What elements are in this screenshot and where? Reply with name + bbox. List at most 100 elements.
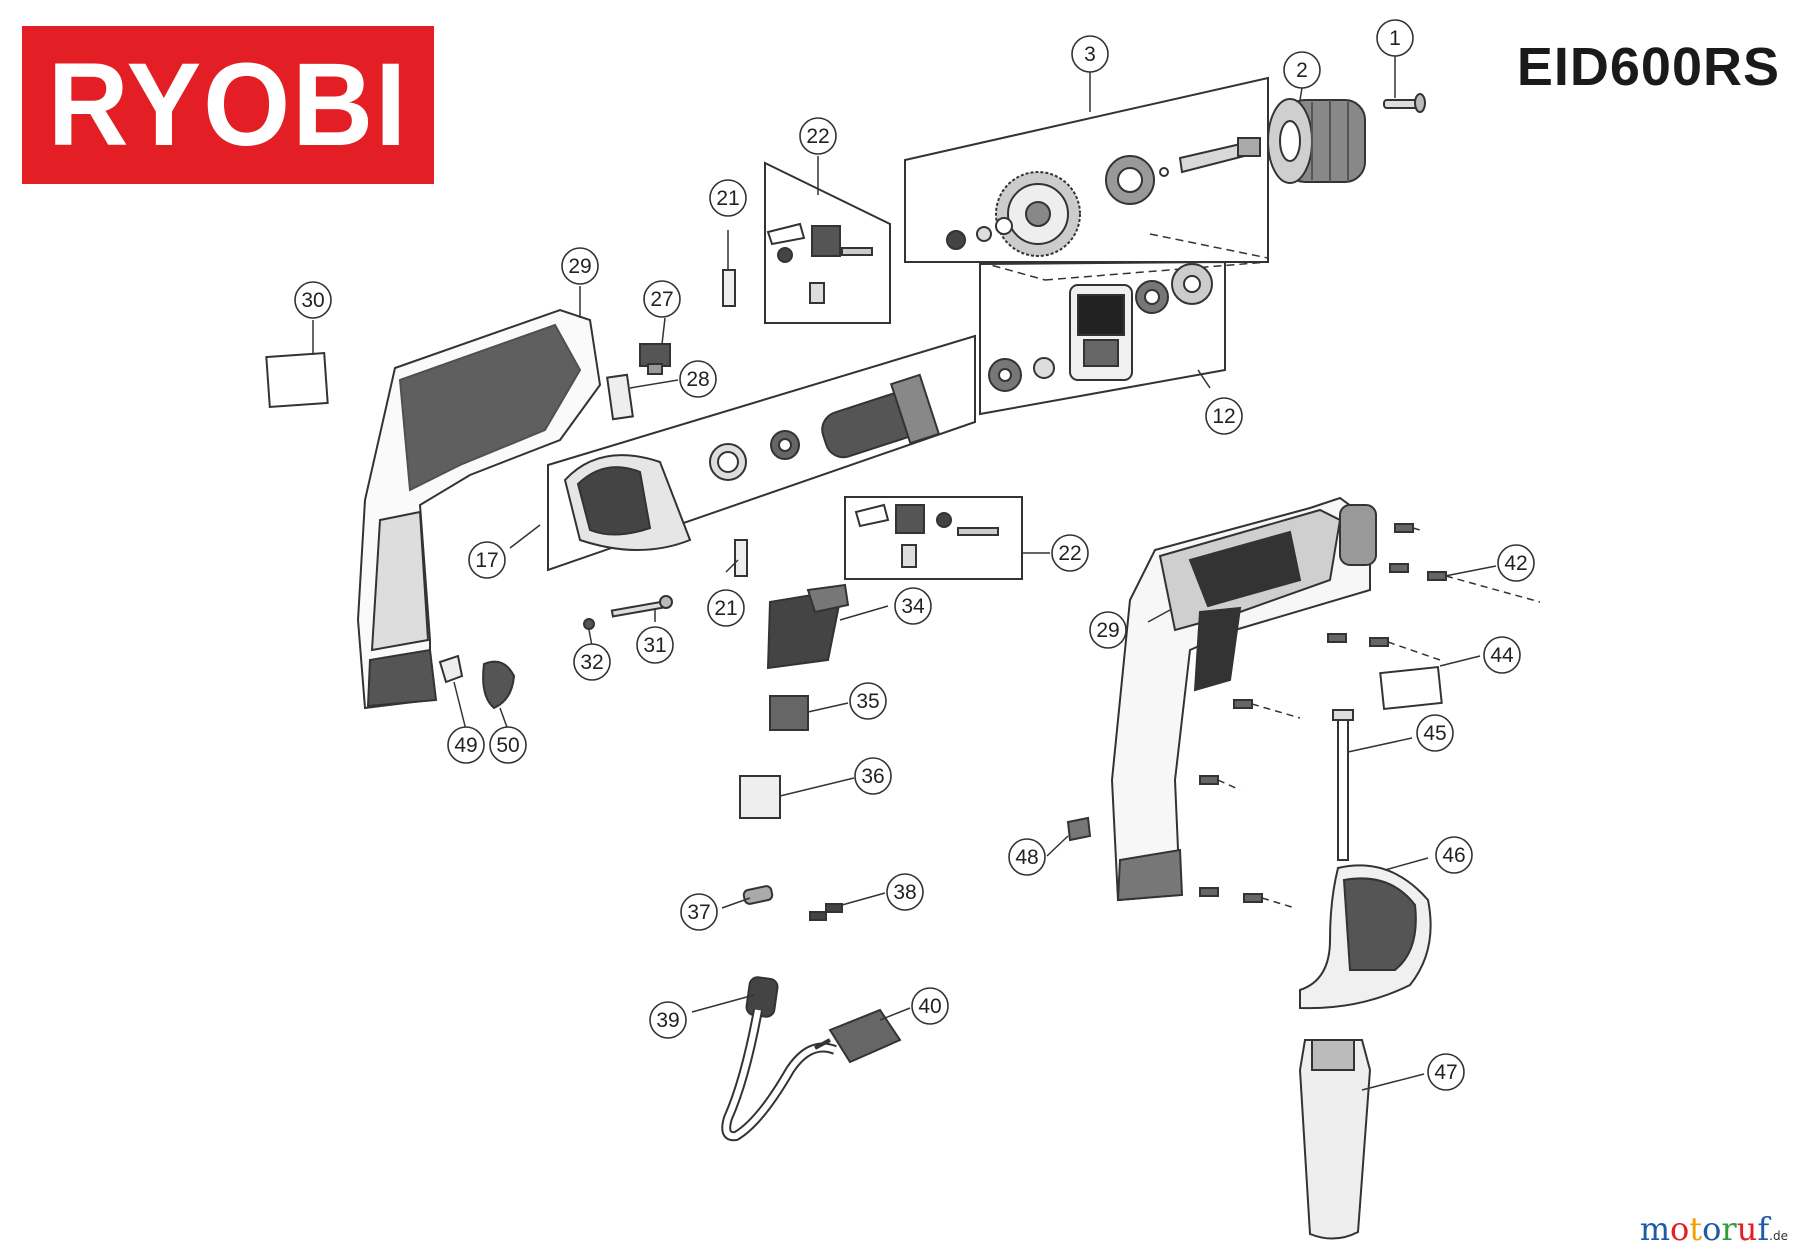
cable-clamp-part [742, 885, 774, 905]
gear-set-part [946, 137, 1262, 257]
callout-12: 12 [1205, 397, 1243, 435]
callout-40: 40 [911, 987, 949, 1025]
bearing-housing-frame [979, 260, 1226, 416]
drill-chuck-part [1267, 98, 1366, 184]
callout-number: 22 [806, 125, 829, 148]
long-screw-part [610, 595, 673, 618]
clamp-screws-part [809, 903, 843, 921]
callout-32: 32 [573, 643, 611, 681]
screw-part [1383, 93, 1426, 113]
callout-37: 37 [680, 893, 718, 931]
callout-48: 48 [1008, 838, 1046, 876]
assembled-drill-part [1110, 496, 1377, 902]
callout-circle [799, 117, 837, 155]
motor-assembly-frame [547, 334, 976, 572]
callout-42: 42 [1497, 544, 1535, 582]
label-plate-part-left [265, 351, 329, 409]
callout-circle [1427, 1053, 1465, 1091]
callout-49: 49 [447, 726, 485, 764]
callout-circle [1071, 35, 1109, 73]
frame-link-dashed-3 [1149, 233, 1269, 259]
watermark-letter: t [1689, 1210, 1703, 1248]
callout-circle [573, 643, 611, 681]
callout-number: 22 [1058, 542, 1081, 565]
callout-22: 22 [1051, 534, 1089, 572]
callout-circle [1283, 51, 1321, 89]
callout-21: 21 [709, 179, 747, 217]
watermark-letter: f [1757, 1210, 1770, 1248]
callout-3: 3 [1071, 35, 1109, 73]
callout-circle [294, 281, 332, 319]
callout-number: 37 [687, 901, 710, 924]
depth-stop-knob-part [1066, 816, 1092, 842]
callout-number: 47 [1434, 1061, 1457, 1084]
callout-number: 21 [716, 187, 739, 210]
callout-number: 27 [650, 288, 673, 311]
callout-number: 32 [580, 651, 603, 674]
callout-layer: 1231217212122222728292930313234353637383… [294, 19, 1535, 1091]
callout-number: 31 [643, 634, 666, 657]
callout-29: 29 [561, 247, 599, 285]
housing-screws-part [1199, 523, 1541, 909]
callout-circle [894, 587, 932, 625]
model-number: EID600RS [1516, 37, 1780, 97]
callout-circle [561, 247, 599, 285]
callout-circle [468, 541, 506, 579]
callout-circle [636, 626, 674, 664]
power-cord-part [721, 976, 837, 1142]
contact-plate-part [606, 373, 634, 421]
brush-holder-frame-top [764, 161, 891, 324]
callout-number: 39 [656, 1009, 679, 1032]
callout-number: 30 [301, 289, 324, 312]
brand-logo-text: RYOBI [47, 38, 409, 171]
bearing-housing-part [1069, 263, 1213, 381]
callout-50: 50 [489, 726, 527, 764]
callout-31: 31 [636, 626, 674, 664]
callout-number: 34 [901, 595, 925, 618]
trigger-switch-part [766, 583, 850, 670]
watermark-letter: r [1721, 1210, 1737, 1248]
watermark: motoruf.de [1640, 1213, 1788, 1245]
callout-47: 47 [1427, 1053, 1465, 1091]
nut-part [583, 618, 595, 630]
callout-39: 39 [649, 1001, 687, 1039]
watermark-tld: .de [1769, 1229, 1788, 1243]
callout-circle [1205, 397, 1243, 435]
callout-number: 42 [1504, 552, 1527, 575]
left-housing-part [356, 308, 602, 710]
callout-27: 27 [643, 280, 681, 318]
watermark-letter: m [1639, 1210, 1671, 1248]
callout-circle [849, 682, 887, 720]
watermark-letters: motoruf [1640, 1210, 1769, 1248]
handle-grip-part [1298, 1039, 1372, 1240]
callout-circle [1483, 636, 1521, 674]
suppressor-part [739, 775, 781, 819]
callout-34: 34 [894, 587, 932, 625]
frame-link-dashed-2 [1044, 261, 1269, 281]
callout-29: 29 [1089, 611, 1127, 649]
callout-circle [854, 757, 892, 795]
callout-38: 38 [886, 873, 924, 911]
callout-number: 46 [1442, 844, 1465, 867]
callout-21: 21 [707, 589, 745, 627]
callout-circle [1376, 19, 1414, 57]
callout-number: 21 [714, 597, 737, 620]
watermark-letter: o [1670, 1210, 1690, 1248]
capacitor-part [769, 695, 809, 731]
callout-number: 48 [1015, 846, 1038, 869]
callout-circle [1435, 836, 1473, 874]
power-plug-part [814, 1008, 902, 1064]
callout-circle [1497, 544, 1535, 582]
callout-circle [649, 1001, 687, 1039]
callout-number: 38 [893, 881, 916, 904]
callout-28: 28 [679, 360, 717, 398]
callout-circle [707, 589, 745, 627]
rotation-switch-part [482, 660, 516, 710]
callout-circle [1051, 534, 1089, 572]
callout-17: 17 [468, 541, 506, 579]
label-plate-part-right [1379, 665, 1443, 711]
callout-1: 1 [1376, 19, 1414, 57]
callout-circle [489, 726, 527, 764]
callout-36: 36 [854, 757, 892, 795]
